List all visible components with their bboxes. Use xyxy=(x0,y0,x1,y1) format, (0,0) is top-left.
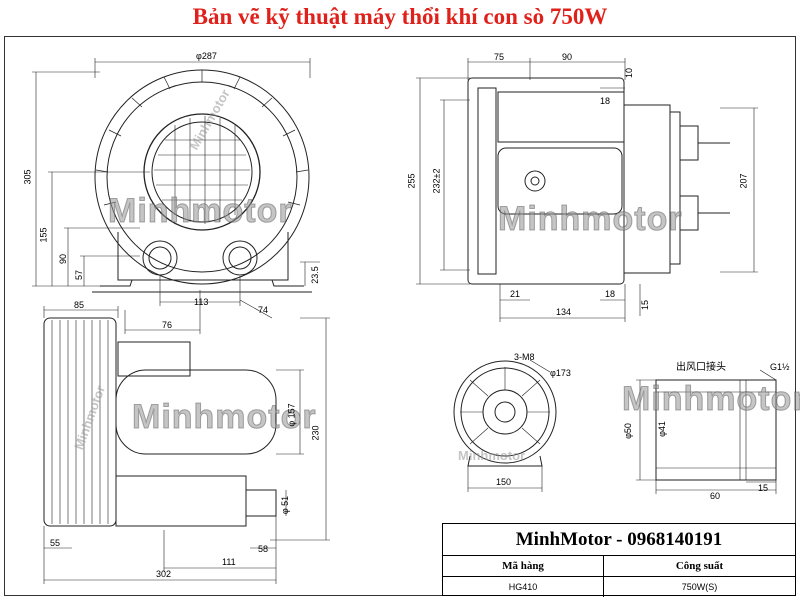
dim-front-57: 57 xyxy=(74,269,85,281)
watermark-side: Minhmotor xyxy=(132,398,317,437)
dim-right-15: 15 xyxy=(640,299,651,311)
dim-side-157: φ 157 xyxy=(286,403,297,427)
dim-right-75: 75 xyxy=(494,52,505,62)
nozzle-label: 出风口接头 xyxy=(676,362,726,373)
watermark-front: Minhmotor xyxy=(108,192,293,231)
dim-flange-m8: 3-M8 xyxy=(514,352,535,362)
dim-right-134: 134 xyxy=(556,307,572,317)
table-header-row: Mã hàng Công suất xyxy=(443,556,795,577)
dim-front-diameter: φ287 xyxy=(196,51,217,61)
info-table: MinhMotor - 0968140191 Mã hàng Công suất… xyxy=(442,523,796,597)
table-row: HG410 750W(S) xyxy=(443,577,795,597)
dim-front-76: 76 xyxy=(162,320,173,330)
cell-model: HG410 xyxy=(443,577,604,597)
watermark-flange: Minhmotor xyxy=(458,448,526,463)
dim-flange-150: 150 xyxy=(496,477,512,487)
dim-nozzle-50: φ50 xyxy=(622,423,633,439)
dim-right-232: 232±2 xyxy=(431,168,442,194)
dim-front-23-5: 23.5 xyxy=(309,266,320,284)
dim-side-230: 230 xyxy=(310,425,321,441)
dim-front-height: 305 xyxy=(22,169,33,185)
dim-front-port-height: 90 xyxy=(58,253,69,265)
dim-front-113: 113 xyxy=(194,297,209,307)
nozzle-view xyxy=(636,369,777,494)
dim-right-207: 207 xyxy=(738,173,749,189)
header-power: Công suất xyxy=(675,560,724,572)
dim-side-302: 302 xyxy=(156,569,172,579)
drawing-title: Bản vẽ kỹ thuật máy thổi khí con sò 750W xyxy=(192,4,608,29)
dim-side-51: φ 51 xyxy=(280,495,291,515)
dim-nozzle-thread: G1½ xyxy=(770,362,790,372)
dim-right-10: 10 xyxy=(624,67,635,79)
dim-side-85: 85 xyxy=(74,300,85,310)
watermark-right: Minhmotor xyxy=(498,200,683,239)
watermark-nozzle: Minhmotor xyxy=(622,380,800,419)
header-model: Mã hàng xyxy=(443,556,604,576)
dim-right-90: 90 xyxy=(562,52,573,62)
dim-right-18-bottom: 18 xyxy=(605,289,616,299)
dim-right-18-top: 18 xyxy=(600,96,611,106)
dim-nozzle-15: 15 xyxy=(758,483,769,493)
dim-nozzle-41: φ41 xyxy=(656,421,667,437)
dim-right-21: 21 xyxy=(510,289,521,299)
dim-front-74: 74 xyxy=(258,305,269,315)
dim-front-center: 155 xyxy=(38,227,49,243)
dim-flange-173: φ173 xyxy=(550,368,571,378)
front-view xyxy=(32,58,320,334)
dim-right-255: 255 xyxy=(406,173,417,189)
flange-view xyxy=(453,359,557,492)
right-view xyxy=(416,58,758,322)
dim-side-58: 58 xyxy=(258,544,269,554)
company-contact: MinhMotor - 0968140191 xyxy=(443,524,795,556)
drawing-frame xyxy=(4,36,796,596)
cell-power: 750W(S) xyxy=(681,582,718,592)
dim-side-111: 111 xyxy=(222,557,236,567)
side-view xyxy=(43,306,330,584)
dim-side-55: 55 xyxy=(50,538,61,548)
dim-nozzle-60: 60 xyxy=(710,491,721,501)
